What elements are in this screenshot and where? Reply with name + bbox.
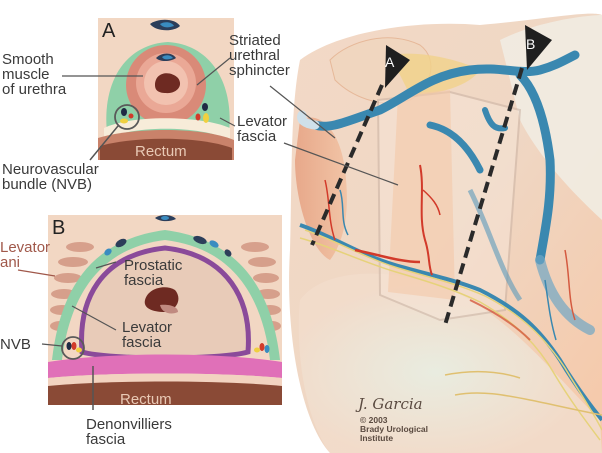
panel-a bbox=[62, 18, 236, 161]
nvb-highlight-circle-a bbox=[114, 104, 140, 130]
label-prostatic-fascia: Prostatic fascia bbox=[124, 257, 183, 289]
nvb-a-right bbox=[195, 103, 209, 123]
artist-signature: J. Garcia bbox=[358, 395, 423, 413]
label-smooth-muscle-urethra: Smooth muscle of urethra bbox=[2, 51, 67, 98]
panel-a-letter: A bbox=[102, 20, 116, 42]
copyright-notice: © 2003 Brady Urological Institute bbox=[360, 415, 429, 443]
section-marker-a-label: A bbox=[385, 54, 395, 70]
section-marker-b bbox=[525, 25, 552, 70]
label-striated-urethral-sphincter: Striated urethral sphincter bbox=[229, 32, 290, 79]
label-rectum-b: Rectum bbox=[120, 391, 172, 408]
label-levator-ani: Levator ani bbox=[0, 239, 51, 271]
neurovascular-bundle-main bbox=[299, 223, 602, 441]
label-levator-fascia-a: Levator fascia bbox=[237, 113, 288, 145]
label-nvb-b: NVB bbox=[0, 336, 31, 353]
label-denonvilliers-fascia: Denonvilliers fascia bbox=[86, 416, 172, 448]
label-rectum-a: Rectum bbox=[135, 143, 187, 160]
section-line-b bbox=[443, 67, 524, 326]
nvb-b-left bbox=[61, 336, 85, 360]
periprostatic-veins bbox=[104, 235, 232, 257]
nvb-highlight-circle-b bbox=[61, 336, 85, 360]
panel-b bbox=[17, 215, 282, 410]
section-marker-a bbox=[385, 45, 410, 88]
section-line-a bbox=[310, 84, 384, 246]
panel-b-letter: B bbox=[52, 217, 66, 239]
nvb-a-left bbox=[114, 104, 140, 130]
main-illustration bbox=[289, 13, 602, 453]
label-levator-fascia-b: Levator fascia bbox=[122, 319, 173, 351]
label-neurovascular-bundle: Neurovascular bundle (NVB) bbox=[2, 161, 99, 193]
nvb-b-right bbox=[254, 343, 270, 353]
section-marker-b-label: B bbox=[526, 36, 536, 52]
